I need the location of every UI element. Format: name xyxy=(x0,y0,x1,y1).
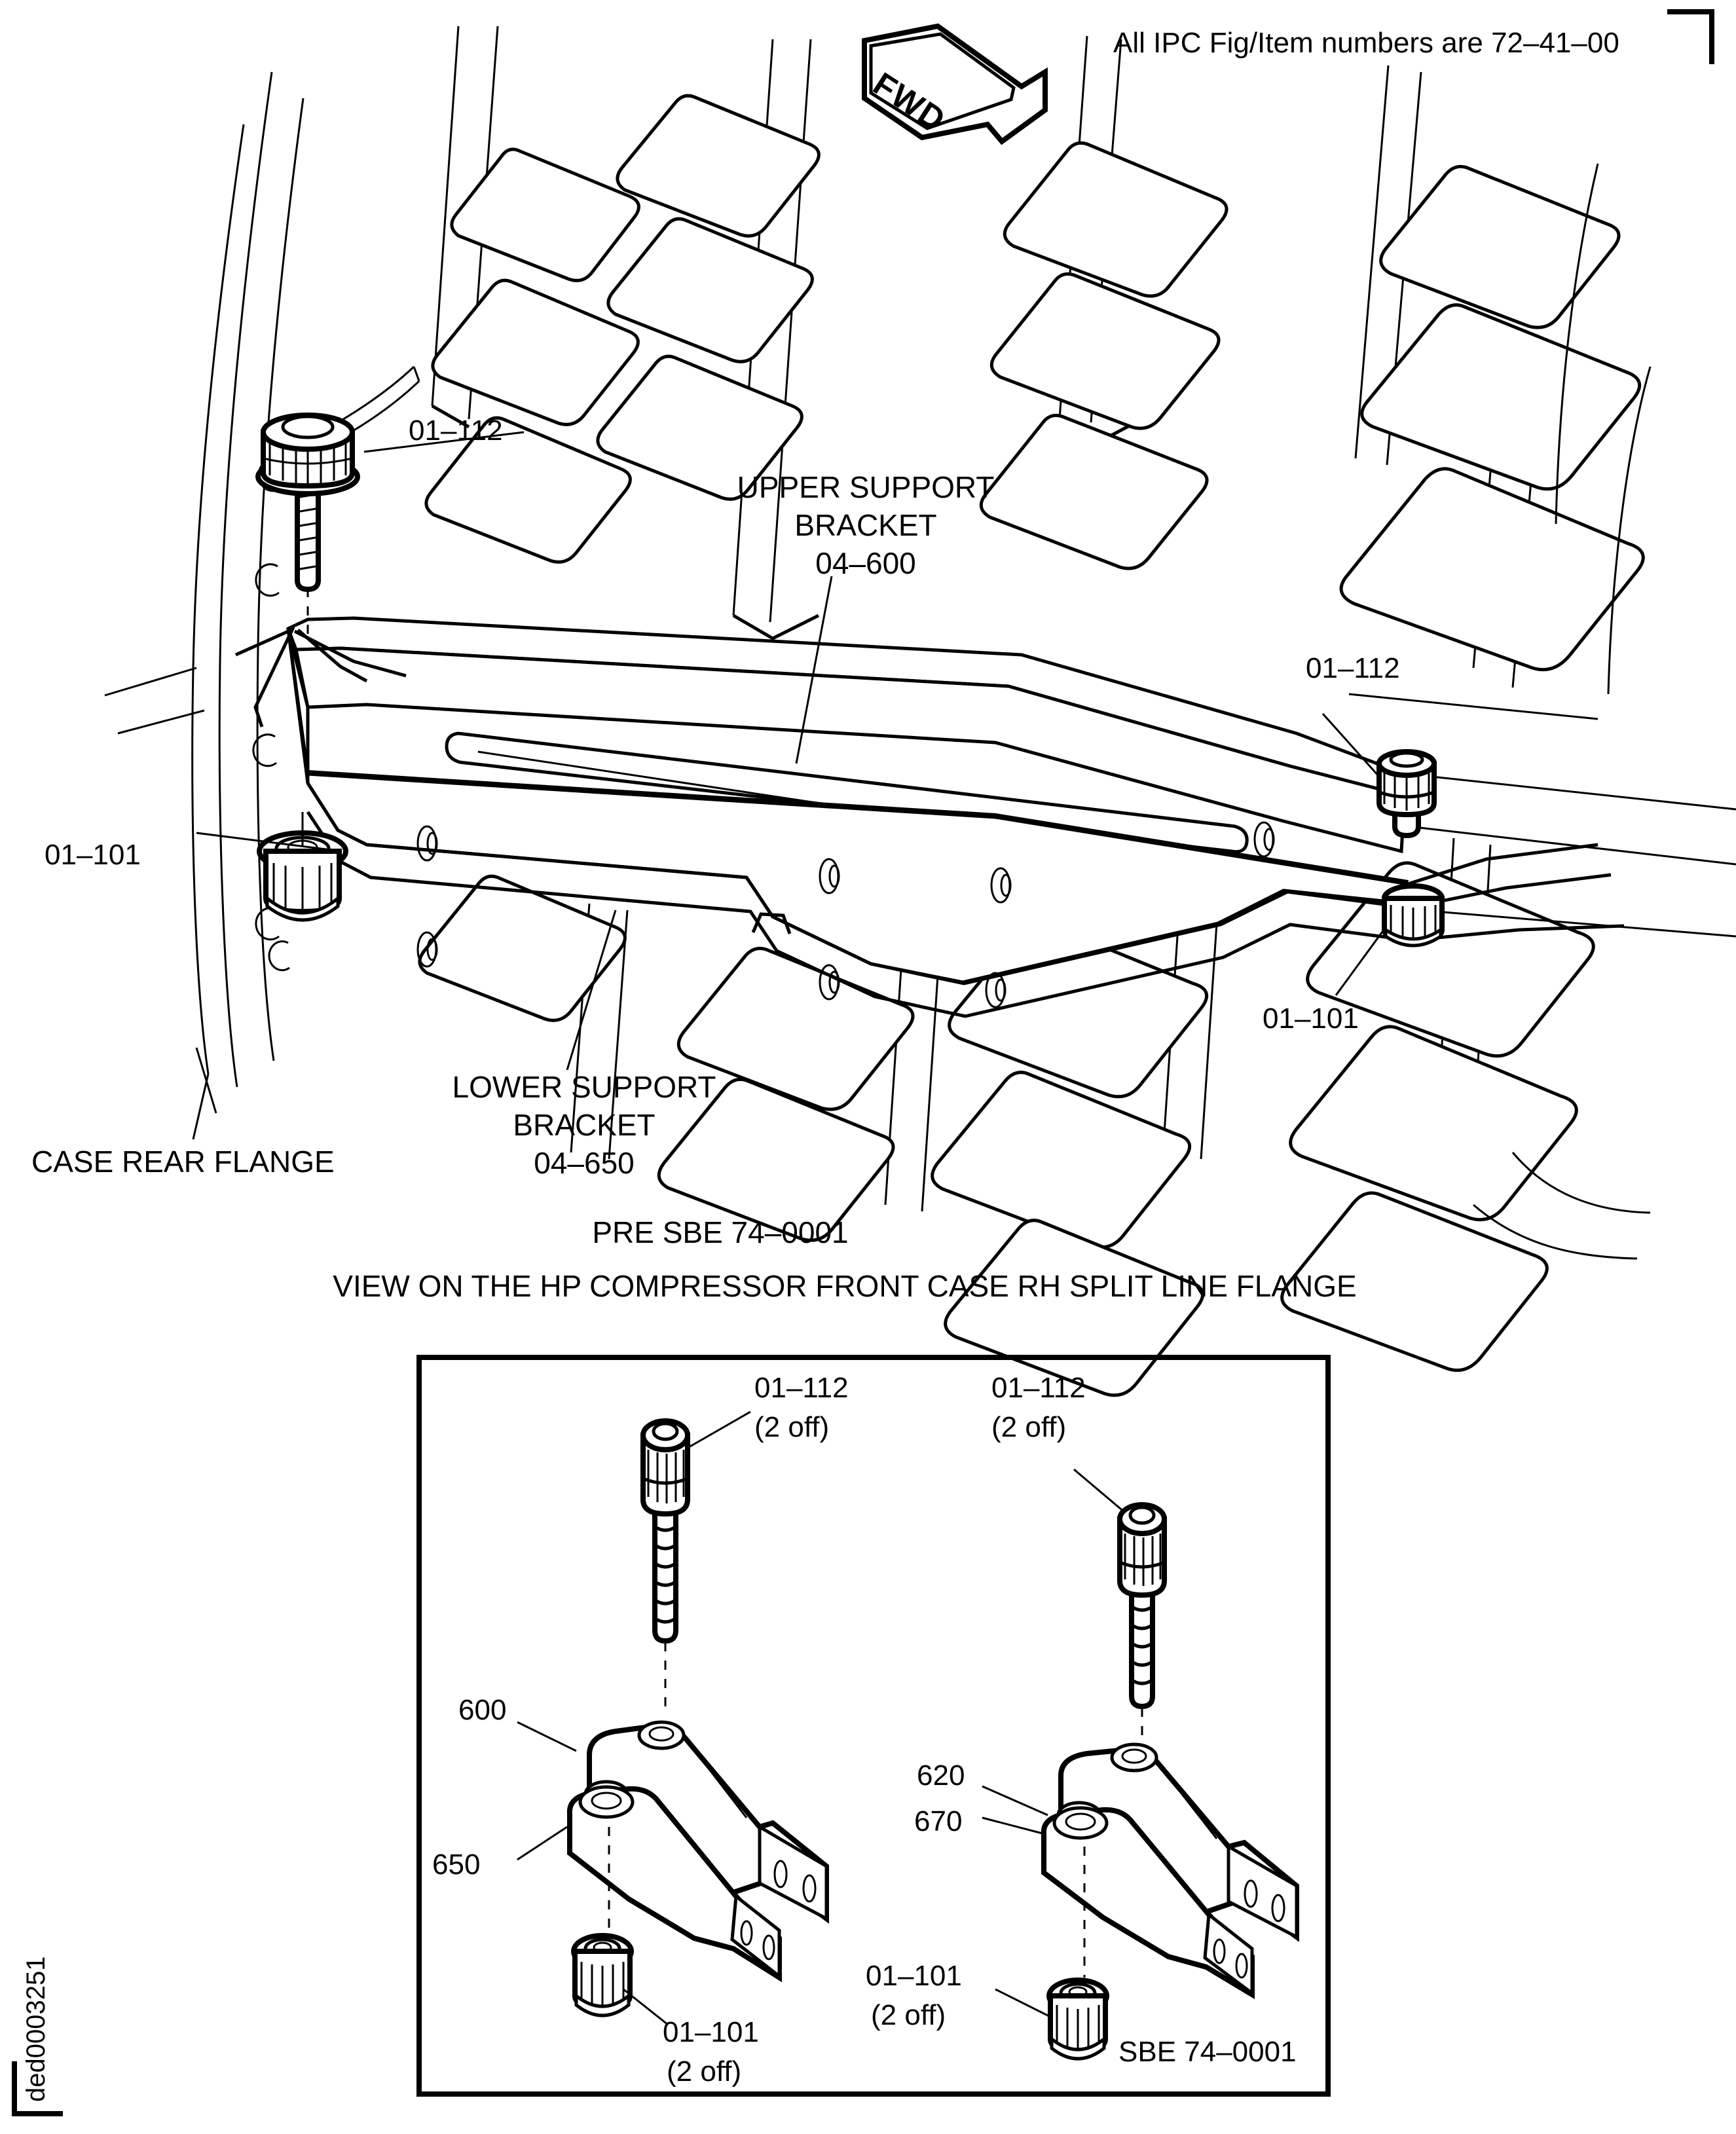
lower-bracket-label-line3: 04–650 xyxy=(534,1146,635,1180)
pre-sbe-label: PRE SBE 74–0001 xyxy=(592,1215,848,1249)
bracket-gusset xyxy=(234,626,407,784)
bolt-threads xyxy=(1129,1604,1155,1685)
corner-mark-bottom-left-icon xyxy=(12,2061,63,2116)
lower-bracket-label-line1: LOWER SUPPORT xyxy=(452,1070,716,1104)
detail-item-650: 650 xyxy=(432,1849,480,1881)
ipc-note: All IPC Fig/Item numbers are 72–41–00 xyxy=(1113,27,1619,59)
detail-left-nut-label: 01–101 xyxy=(663,2016,759,2048)
nut-spline xyxy=(1056,2005,1100,2050)
lower-bracket-hole xyxy=(416,821,1275,1008)
nut-spline xyxy=(272,863,333,910)
fwd-arrow-icon xyxy=(862,23,1048,145)
upper-bracket-label-line1: UPPER SUPPORT xyxy=(737,470,995,504)
callout-01-101-left: 01–101 xyxy=(45,839,141,871)
bolt-spline xyxy=(1383,771,1430,811)
lower-bracket-notch xyxy=(751,912,792,934)
detail-item-600: 600 xyxy=(458,1694,506,1726)
vane-pad xyxy=(424,94,1645,672)
bolt-12point-upper-left xyxy=(255,413,360,634)
detail-right-nut-label: 01–101 xyxy=(866,1960,962,1992)
detail-item-620: 620 xyxy=(917,1759,965,1792)
upper-bracket-web xyxy=(293,646,1407,854)
corner-mark-top-right-icon xyxy=(1667,9,1714,64)
lower-bracket-edge xyxy=(306,782,1411,1018)
drawing-id: ded0003251 xyxy=(22,1957,50,2102)
case-lower-line xyxy=(104,667,210,1140)
leader-line xyxy=(195,431,1387,1114)
detail-bolt-left xyxy=(640,1418,690,1716)
detail-sbe-label: SBE 74–0001 xyxy=(1118,2036,1297,2068)
nut-12point-lower-left xyxy=(257,812,348,972)
detail-bolt-right xyxy=(1117,1502,1167,1768)
bolt-spline xyxy=(647,1450,685,1503)
upper-bracket-label-line3: 04–600 xyxy=(815,546,916,580)
detail-nut-right xyxy=(1046,1978,1109,2061)
view-title: VIEW ON THE HP COMPRESSOR FRONT CASE RH … xyxy=(333,1269,1356,1303)
detail-nut-left xyxy=(571,1933,634,2017)
detail-right-bolt-label: 01–112 xyxy=(991,1372,1086,1404)
case-rear-flange-label: CASE REAR FLANGE xyxy=(31,1145,335,1179)
detail-left-nut-qty: (2 off) xyxy=(667,2055,741,2088)
detail-left-bolt-label: 01–112 xyxy=(754,1372,849,1404)
nut-spline xyxy=(1390,905,1437,939)
case-band-line xyxy=(1348,693,1736,938)
callout-01-112-upper-left: 01–112 xyxy=(409,414,503,447)
upper-bracket-label-line2: BRACKET xyxy=(794,508,936,542)
callout-01-101-right: 01–101 xyxy=(1263,1003,1359,1035)
detail-leader-line xyxy=(517,1410,1126,2026)
detail-box-frame xyxy=(416,1355,1331,2097)
case-outer-wall xyxy=(191,71,305,1088)
nut-12point-lower-right xyxy=(1382,883,1445,947)
detail-bracket-670 xyxy=(1041,1806,1255,2000)
callout-01-112-right: 01–112 xyxy=(1306,652,1400,684)
bolt-threads xyxy=(652,1524,678,1624)
detail-bracket-650 xyxy=(566,1785,782,1983)
detail-left-bolt-qty: (2 off) xyxy=(754,1411,829,1443)
bolt-12point-upper-right xyxy=(1376,749,1437,839)
detail-right-nut-qty: (2 off) xyxy=(871,1999,946,2031)
detail-right-bolt-qty: (2 off) xyxy=(991,1411,1066,1443)
bolt-spline xyxy=(1124,1534,1162,1586)
vane-pad-lower xyxy=(418,861,1595,1397)
detail-item-670: 670 xyxy=(914,1805,962,1837)
lower-bracket-label-line2: BRACKET xyxy=(513,1108,655,1142)
case-right-edge xyxy=(1473,163,1652,1260)
fastener-mark xyxy=(268,940,290,972)
nut-spline xyxy=(580,1962,625,2006)
